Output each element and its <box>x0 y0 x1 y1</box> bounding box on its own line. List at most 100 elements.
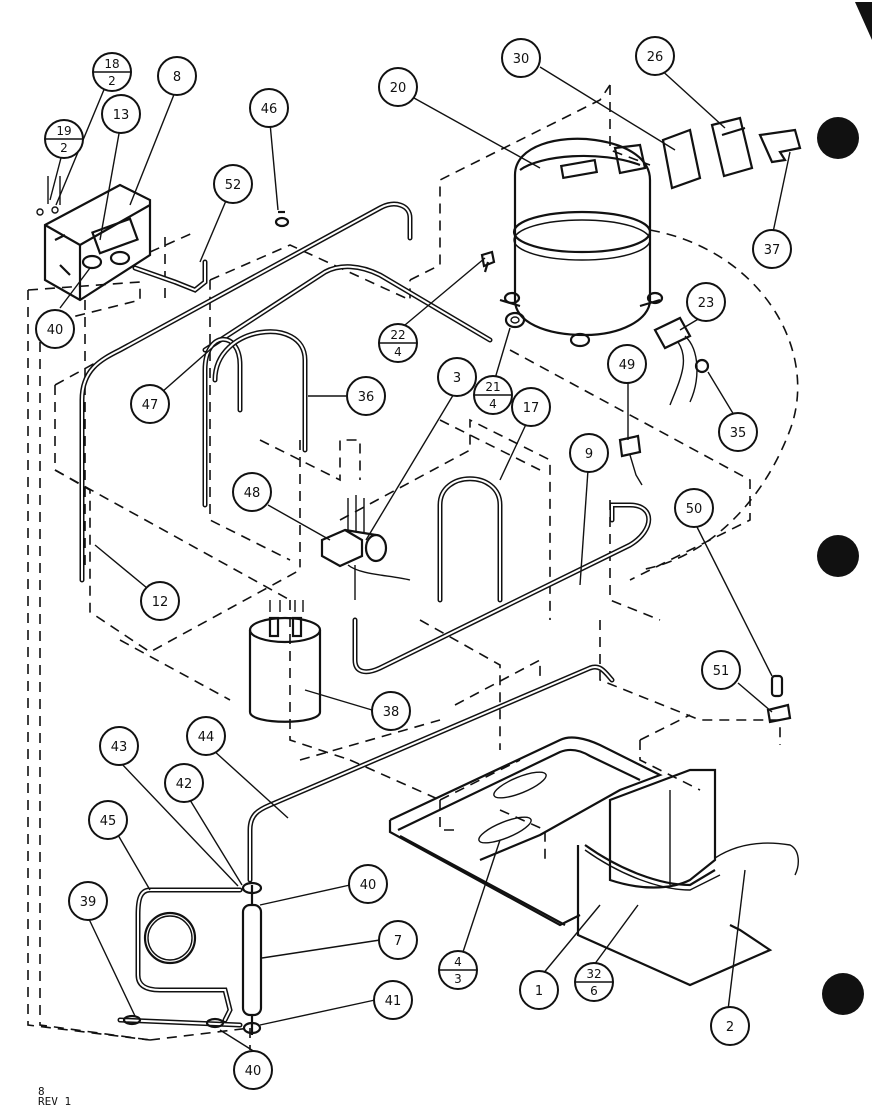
callout-37: 37 <box>752 229 792 269</box>
callout-41: 41 <box>373 980 413 1020</box>
revision-label: REV 1 <box>38 1095 72 1108</box>
tubing <box>79 201 652 1035</box>
callout-21-over-4: 21 4 <box>473 375 513 415</box>
callout-39-label: 39 <box>80 895 97 910</box>
callout-32-num: 32 <box>586 967 601 981</box>
fittings <box>274 210 526 329</box>
callout-36-label: 36 <box>358 390 375 405</box>
punch-hole-top <box>817 117 859 159</box>
condensate-pan <box>388 736 799 987</box>
callout-45: 45 <box>88 800 128 840</box>
callout-40-drier-label: 40 <box>360 878 377 893</box>
callout-4-num: 4 <box>454 955 462 969</box>
callout-35: 35 <box>718 412 758 452</box>
callout-51-label: 51 <box>713 664 730 679</box>
callout-22-den: 4 <box>394 345 402 359</box>
callout-40-bottom-label: 40 <box>245 1064 262 1079</box>
callout-4-den: 3 <box>454 972 462 986</box>
callout-1: 1 <box>519 970 559 1010</box>
callout-9: 9 <box>569 433 609 473</box>
callout-37-label: 37 <box>764 243 781 258</box>
callout-bubbles: 20 30 26 37 8 13 46 52 40 23 35 47 36 3 … <box>35 36 792 1090</box>
callout-21-num: 21 <box>485 380 500 394</box>
punch-hole-middle <box>817 535 859 577</box>
callout-40-motor-label: 40 <box>47 323 64 338</box>
callout-47-label: 47 <box>142 398 159 413</box>
punch-hole-bottom <box>822 973 864 1015</box>
callout-8: 8 <box>157 56 197 96</box>
callout-51: 51 <box>701 650 741 690</box>
callout-19-den: 2 <box>60 141 68 155</box>
callout-20-label: 20 <box>390 81 407 96</box>
callout-20: 20 <box>378 67 418 107</box>
callout-52: 52 <box>213 164 253 204</box>
callout-22-num: 22 <box>390 328 405 342</box>
relay-overload <box>320 495 411 600</box>
callout-30-label: 30 <box>513 52 530 67</box>
callout-18-num: 18 <box>104 57 119 71</box>
callout-44: 44 <box>186 716 226 756</box>
callout-50-label: 50 <box>686 502 703 517</box>
callout-49: 49 <box>607 344 647 384</box>
callout-12: 12 <box>140 581 180 621</box>
callout-46: 46 <box>249 88 289 128</box>
callout-39: 39 <box>68 881 108 921</box>
corner-mark <box>855 2 872 40</box>
callout-23-label: 23 <box>698 296 715 311</box>
callout-38-label: 38 <box>383 705 400 720</box>
callout-32-over-6: 32 6 <box>574 962 614 1002</box>
callout-48: 48 <box>232 472 272 512</box>
callout-40-motor: 40 <box>35 309 75 349</box>
callout-18-over-2: 18 2 <box>92 52 132 92</box>
page-number: 8 <box>38 1085 45 1098</box>
callout-13-label: 13 <box>113 108 130 123</box>
callout-52-label: 52 <box>225 178 242 193</box>
callout-36: 36 <box>346 376 386 416</box>
callout-1-label: 1 <box>535 984 543 999</box>
callout-32-den: 6 <box>590 984 598 998</box>
callout-40-bottom: 40 <box>233 1050 273 1090</box>
callout-42: 42 <box>164 763 204 803</box>
callout-2: 2 <box>710 1006 750 1046</box>
callout-35-label: 35 <box>730 426 747 441</box>
callout-9-label: 9 <box>585 447 593 462</box>
base-outline <box>27 84 799 1050</box>
callout-3-label: 3 <box>453 371 461 386</box>
callout-26-label: 26 <box>647 50 664 65</box>
callout-17-label: 17 <box>523 401 540 416</box>
fan-motor-assembly <box>36 176 208 302</box>
callout-12-label: 12 <box>152 595 169 610</box>
callout-17: 17 <box>511 387 551 427</box>
callout-22-over-4: 22 4 <box>378 323 418 363</box>
callout-7-label: 7 <box>394 934 402 949</box>
callout-50: 50 <box>674 488 714 528</box>
terminal-cover-parts <box>661 116 802 190</box>
callout-4-over-3: 4 3 <box>438 950 478 990</box>
callout-8-label: 8 <box>173 70 181 85</box>
callout-7: 7 <box>378 920 418 960</box>
callout-42-label: 42 <box>176 777 193 792</box>
leader-lines <box>49 66 791 1053</box>
callout-26: 26 <box>635 36 675 76</box>
callout-45-label: 45 <box>100 814 117 829</box>
run-capacitor <box>248 600 322 723</box>
callout-23: 23 <box>686 282 726 322</box>
callout-13: 13 <box>101 94 141 134</box>
callout-43: 43 <box>99 726 139 766</box>
callout-46-label: 46 <box>261 102 278 117</box>
callout-18-den: 2 <box>108 74 116 88</box>
callout-21-den: 4 <box>489 397 497 411</box>
callout-41-label: 41 <box>385 994 402 1009</box>
base-fasteners <box>766 674 792 724</box>
callout-48-label: 48 <box>244 486 261 501</box>
callout-47: 47 <box>130 384 170 424</box>
callout-43-label: 43 <box>111 740 128 755</box>
compressor <box>499 137 664 348</box>
callout-40-drier: 40 <box>348 864 388 904</box>
wiring-parts <box>618 316 710 486</box>
callout-19-num: 19 <box>56 124 71 138</box>
callout-38: 38 <box>371 691 411 731</box>
callout-3: 3 <box>437 357 477 397</box>
callout-49-label: 49 <box>619 358 636 373</box>
